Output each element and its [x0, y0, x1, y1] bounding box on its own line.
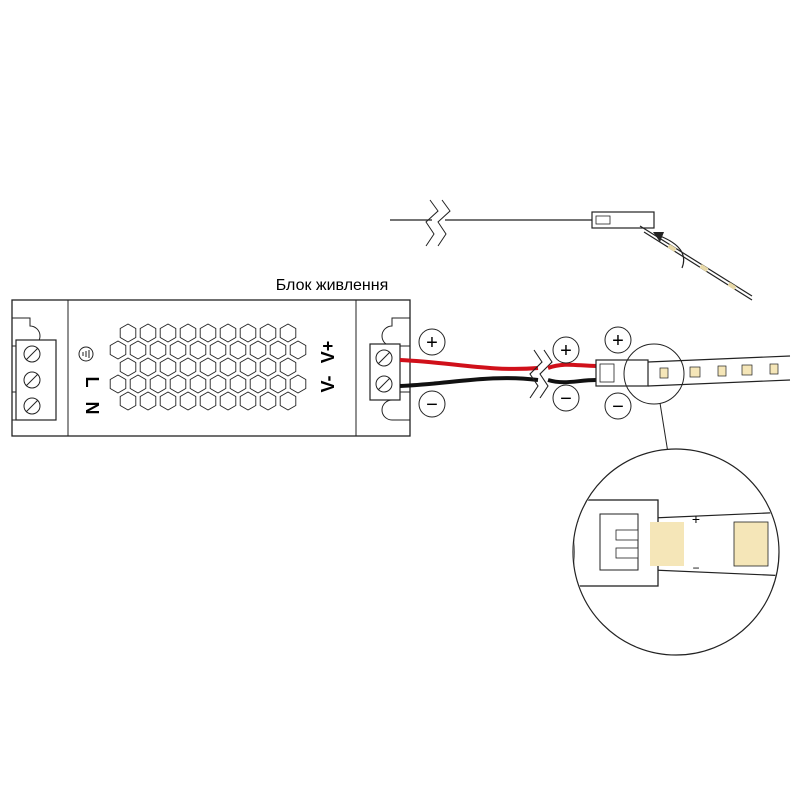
vent-hole — [159, 357, 177, 377]
vent-hole — [179, 391, 197, 411]
polarity-minus-wire: − — [552, 384, 580, 412]
vent-hole — [179, 323, 197, 343]
vent-hole — [209, 340, 227, 360]
led-chip — [741, 364, 753, 376]
output-terminal-block — [369, 343, 401, 401]
terminal-label-v-plus: V+ — [318, 341, 338, 364]
svg-text:−: − — [612, 396, 624, 418]
terminal-label-v-minus: V- — [318, 375, 338, 392]
vent-hole — [239, 391, 257, 411]
vent-hole — [279, 323, 297, 343]
polarity-plus-supply: + — [418, 328, 446, 356]
vent-hole — [109, 374, 127, 394]
output-wires — [399, 349, 597, 399]
vent-hole — [129, 340, 147, 360]
vent-hole — [169, 340, 187, 360]
polarity-minus-strip: − — [604, 392, 632, 420]
polarity-plus-wire: + — [552, 336, 580, 364]
vent-hole — [219, 357, 237, 377]
vent-hole — [259, 357, 277, 377]
detail-minus-mark: − — [692, 561, 699, 575]
vent-hole — [149, 340, 167, 360]
connector-install-inset — [390, 199, 753, 301]
vent-hole — [139, 323, 157, 343]
terminal-label-l: L — [82, 377, 102, 388]
terminal-screw-icon — [375, 375, 393, 393]
vent-hole — [189, 374, 207, 394]
vent-hole — [249, 340, 267, 360]
vent-hole — [249, 374, 267, 394]
vent-hole — [119, 323, 137, 343]
vent-hole — [279, 357, 297, 377]
positive-wire — [399, 358, 539, 371]
terminal-screw-icon — [375, 349, 393, 367]
vent-hole — [269, 340, 287, 360]
vent-hole — [129, 374, 147, 394]
vent-hole — [209, 374, 227, 394]
power-supply-label: Блок живлення — [276, 277, 389, 294]
svg-text:+: + — [560, 340, 572, 362]
ventilation-grid — [109, 323, 307, 411]
vent-hole — [139, 391, 157, 411]
polarity-minus-supply: − — [418, 390, 446, 418]
vent-hole — [199, 323, 217, 343]
vent-hole — [219, 323, 237, 343]
vent-hole — [289, 340, 307, 360]
vent-hole — [119, 357, 137, 377]
vent-hole — [159, 323, 177, 343]
vent-hole — [229, 340, 247, 360]
terminal-screw-icon — [23, 345, 41, 363]
led-chip — [769, 363, 779, 375]
led-chip — [659, 367, 669, 379]
negative-wire — [399, 376, 539, 388]
detail-solder-pad-left — [650, 522, 684, 566]
led-chip — [689, 366, 701, 378]
terminal-screw-icon — [23, 371, 41, 389]
magnify-ring — [623, 343, 685, 405]
vent-hole — [239, 323, 257, 343]
vent-hole — [189, 340, 207, 360]
svg-text:−: − — [426, 394, 438, 416]
detail-plus-mark: + — [692, 511, 700, 527]
svg-text:+: + — [612, 330, 624, 352]
led-chip — [717, 365, 727, 377]
led-strip — [647, 355, 791, 387]
vent-hole — [179, 357, 197, 377]
polarity-plus-strip: + — [604, 326, 632, 354]
vent-hole — [259, 323, 277, 343]
negative-wire — [547, 378, 597, 385]
vent-hole — [149, 374, 167, 394]
svg-text:+: + — [426, 332, 438, 354]
magnified-detail: + − — [572, 448, 780, 656]
vent-hole — [279, 391, 297, 411]
vent-hole — [119, 391, 137, 411]
input-terminal-block — [15, 339, 57, 421]
vent-hole — [259, 391, 277, 411]
vent-hole — [289, 374, 307, 394]
vent-hole — [269, 374, 287, 394]
vent-hole — [199, 391, 217, 411]
vent-hole — [219, 391, 237, 411]
positive-wire — [547, 362, 597, 370]
svg-text:−: − — [560, 388, 572, 410]
detail-solder-pad-right — [733, 521, 769, 567]
terminal-label-n: N — [82, 402, 102, 415]
terminal-screw-icon — [23, 397, 41, 415]
ground-icon — [78, 346, 94, 362]
vent-hole — [199, 357, 217, 377]
vent-hole — [139, 357, 157, 377]
power-supply: L N V- V+ — [11, 299, 411, 437]
vent-hole — [109, 340, 127, 360]
vent-hole — [229, 374, 247, 394]
strip-connector — [595, 359, 649, 387]
vent-hole — [159, 391, 177, 411]
vent-hole — [169, 374, 187, 394]
vent-hole — [239, 357, 257, 377]
